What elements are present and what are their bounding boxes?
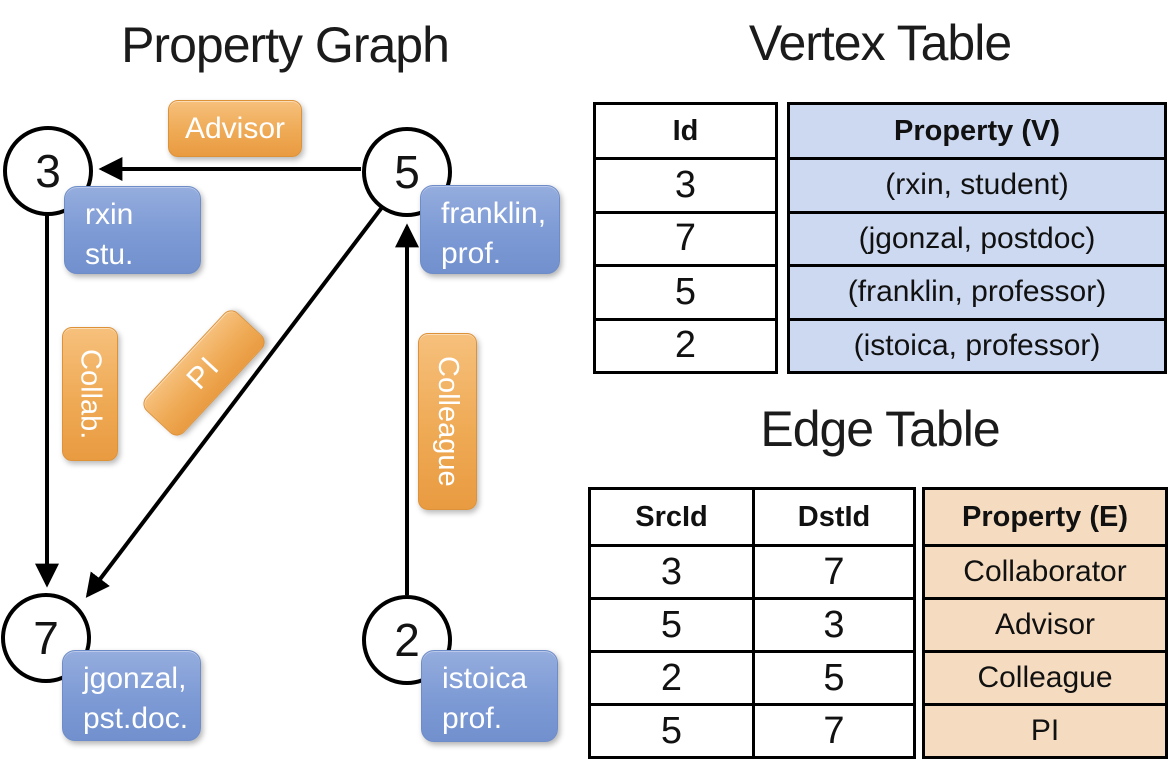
node-id-label: 5 <box>394 146 420 198</box>
vertex-property-line: prof. <box>442 702 503 735</box>
vertex-property-line: istoica <box>442 662 528 695</box>
vertex-table-title: Vertex Table <box>748 15 1012 71</box>
edge-table-src-header: SrcId <box>635 500 708 533</box>
edge-table-title: Edge Table <box>760 401 1000 457</box>
edge-table-dst-cell: 3 <box>752 597 913 650</box>
edge-label-pi: PI <box>139 306 269 440</box>
edge-table-dst-cell: 7 <box>752 544 913 597</box>
edge-table-src-cell: 2 <box>591 650 752 703</box>
vertex-property-line: franklin, <box>441 197 547 230</box>
vertex-property-box-franklin: franklin, prof. <box>420 185 560 274</box>
vertex-property-line: pst.doc. <box>83 702 189 735</box>
edge-label-collab: Collab. <box>62 327 118 461</box>
node-id-label: 2 <box>394 614 420 666</box>
graph-node-3: 3 <box>3 126 93 216</box>
vertex-table-id-cell: 2 <box>596 317 775 372</box>
edge-table-dst-header: DstId <box>752 490 913 544</box>
edge-table-dst-cell: 7 <box>752 703 913 756</box>
vertex-table-property-cell: (franklin, professor) <box>790 264 1164 318</box>
node-id-label: 3 <box>35 145 61 197</box>
edge-table-dst-cell: 5 <box>752 650 913 703</box>
edge-table-src-cell: 3 <box>591 544 752 597</box>
vertex-table-id-cell: 5 <box>596 264 775 318</box>
vertex-property-box-rxin: rxin stu. <box>64 186 201 274</box>
vertex-table-property-header: Property (V) <box>790 105 1164 157</box>
edge-label-colleague: Colleague <box>418 333 477 510</box>
edge-table-property-cell: Colleague <box>925 650 1165 703</box>
vertex-property-line: stu. <box>85 238 134 271</box>
vertex-table-property-column: Property (V) (rxin, student) (jgonzal, p… <box>787 102 1167 374</box>
edge-table-src-cell: 5 <box>591 703 752 756</box>
edge-table-property-header: Property (E) <box>925 490 1165 544</box>
edge-table-property-cell: Advisor <box>925 597 1165 650</box>
vertex-table-id-cell: 7 <box>596 210 775 265</box>
vertex-table-id-header: Id <box>672 114 699 147</box>
vertex-property-box-istoica: istoica prof. <box>421 650 558 742</box>
edge-table-property-cell: Collaborator <box>925 544 1165 597</box>
edge-table-id-columns: SrcId DstId 3 7 5 3 2 5 5 7 <box>588 487 916 759</box>
edge-table-property-cell: PI <box>925 703 1165 756</box>
vertex-property-box-jgonzal: jgonzal, pst.doc. <box>62 650 201 741</box>
vertex-table-property-cell: (rxin, student) <box>790 157 1164 211</box>
edge-table-property-column: Property (E) Collaborator Advisor Collea… <box>922 487 1168 759</box>
vertex-table-property-cell: (istoica, professor) <box>790 317 1164 371</box>
property-graph-title: Property Graph <box>121 17 450 73</box>
vertex-property-line: jgonzal, <box>83 662 187 695</box>
vertex-table-id-cell: 3 <box>596 157 775 211</box>
vertex-property-line: rxin <box>85 198 134 231</box>
edge-label-advisor: Advisor <box>168 100 302 157</box>
vertex-table-property-cell: (jgonzal, postdoc) <box>790 210 1164 264</box>
vertex-table-id-column: Id 3 7 5 2 <box>593 102 778 374</box>
edge-table-src-cell: 5 <box>591 597 752 650</box>
vertex-property-line: prof. <box>441 237 502 270</box>
node-id-label: 7 <box>33 612 59 664</box>
